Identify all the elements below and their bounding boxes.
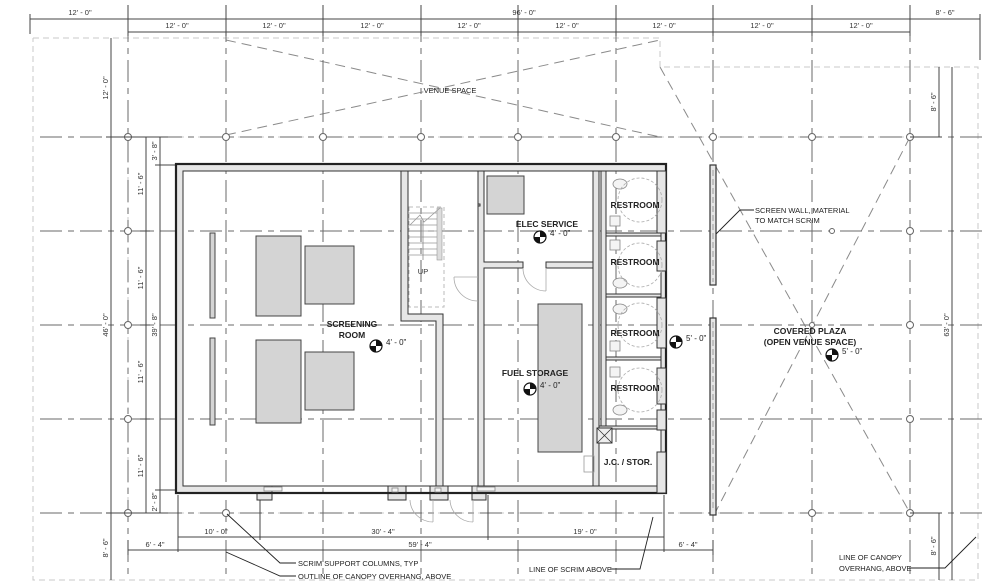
room-labels: SCREENING ROOM ELEC SERVICE FUEL STORAGE… [327,86,857,467]
dim-right-overall: 63' - 0" [942,313,951,337]
dim-left-bay: 11' - 6" [136,360,145,383]
dim-bottom-seg: 10' - 0" [204,527,228,536]
stair-up-label: UP [418,267,428,276]
room-label-screening-2: ROOM [339,330,365,340]
dim-top-right: 8' - 6" [935,8,954,17]
elevation-marker-icon [669,335,683,349]
note-screen-wall-2: TO MATCH SCRIM [755,216,820,225]
elevation-restroom-corridor: 5' - 0" [686,334,707,343]
dim-bay: 12' - 0" [457,21,481,30]
bottom-dimensions: 10' - 0" 30' - 4" 19' - 0" 6' - 4" 59' -… [127,495,714,555]
elevation-fuel: 4' - 0" [540,381,561,390]
dim-building-bottom-offset: 2' - 8" [150,492,159,511]
room-label-elec-service: ELEC SERVICE [516,219,579,229]
room-label-covered-plaza-2: (OPEN VENUE SPACE) [764,337,857,347]
elevation-marker-icon [825,348,839,362]
room-label-restroom: RESTROOM [610,383,659,393]
dim-left-middle: 46' - 0" [101,313,110,337]
screen-walls [709,164,717,516]
elevation-elec: 4' - 0" [550,229,571,238]
dim-bay: 12' - 0" [555,21,579,30]
dim-bottom-overall: 59' - 4" [408,540,432,549]
elevation-marker-icon [369,339,383,353]
note-screen-wall: SCREEN WALL, MATERIAL [755,206,850,215]
note-scrim-line: LINE OF SCRIM ABOVE [529,565,612,574]
dim-bottom-seg: 30' - 4" [371,527,395,536]
room-label-fuel-storage: FUEL STORAGE [502,368,569,378]
elevation-marker-icon [533,230,547,244]
room-label-restroom: RESTROOM [610,257,659,267]
restroom-fixtures [596,177,663,444]
dim-bottom-left: 6' - 4" [145,540,164,549]
dim-bay: 12' - 0" [262,21,286,30]
dim-bay: 12' - 0" [360,21,384,30]
left-dimensions: 12' - 0" 46' - 0" 8' - 6" 11' - 6" 11' -… [101,38,178,580]
right-dimensions: 8' - 6" 63' - 0" 8' - 6" [910,67,953,580]
elevation-screening: 4' - 0" [386,338,407,347]
dim-left-bay: 11' - 6" [136,454,145,477]
dim-top-left: 12' - 0" [68,8,92,17]
dim-bottom-seg: 19' - 0" [573,527,597,536]
venue-space-label: VENUE SPACE [424,86,477,95]
dim-top-overall: 96' - 0" [512,8,536,17]
bottom-openings [263,486,496,523]
canopy-outline [32,37,979,581]
note-canopy-outline: OUTLINE OF CANOPY OVERHANG, ABOVE [298,572,451,581]
service-equipment [486,175,595,473]
room-label-screening: SCREENING [327,319,378,329]
dim-bay: 12' - 0" [849,21,873,30]
dim-left-top: 12' - 0" [101,76,110,100]
dim-left-bottom: 8' - 6" [101,538,110,557]
dim-bay: 12' - 0" [165,21,189,30]
dim-right-bottom: 8' - 6" [929,536,938,555]
note-canopy-line-2: OVERHANG, ABOVE [839,564,912,573]
dim-left-bay: 11' - 6" [136,172,145,195]
room-label-jc-storage: J.C. / STOR. [604,457,653,467]
dim-bay: 12' - 0" [652,21,676,30]
elevation-plaza: 5' - 0" [842,347,863,356]
dim-right-top: 8' - 6" [929,92,938,111]
room-label-restroom: RESTROOM [610,328,659,338]
dim-building-overall: 39' - 8" [150,313,159,337]
dim-bay: 12' - 0" [750,21,774,30]
dim-left-bay: 11' - 6" [136,266,145,289]
room-label-covered-plaza: COVERED PLAZA [774,326,847,336]
dim-bottom-right: 6' - 4" [678,540,697,549]
screening-room-equipment [209,232,355,426]
note-canopy-line: LINE OF CANOPY [839,553,902,562]
dim-building-top-offset: 3' - 8" [150,141,159,160]
elevation-marker-icon [523,382,537,396]
note-scrim-columns: SCRIM SUPPORT COLUMNS, TYP [298,559,418,568]
stair: UP [408,206,479,308]
structural-grid [40,20,985,580]
room-label-restroom: RESTROOM [610,200,659,210]
top-dimensions: 12' - 0" 96' - 0" 8' - 6" 12' - 0" 12' -… [29,5,981,60]
elevation-markers: 4' - 0" 4' - 0" 4' - 0" 5' - 0" 5' - 0" [369,229,863,396]
annotation-notes: SCREEN WALL, MATERIAL TO MATCH SCRIM SCR… [225,206,977,581]
